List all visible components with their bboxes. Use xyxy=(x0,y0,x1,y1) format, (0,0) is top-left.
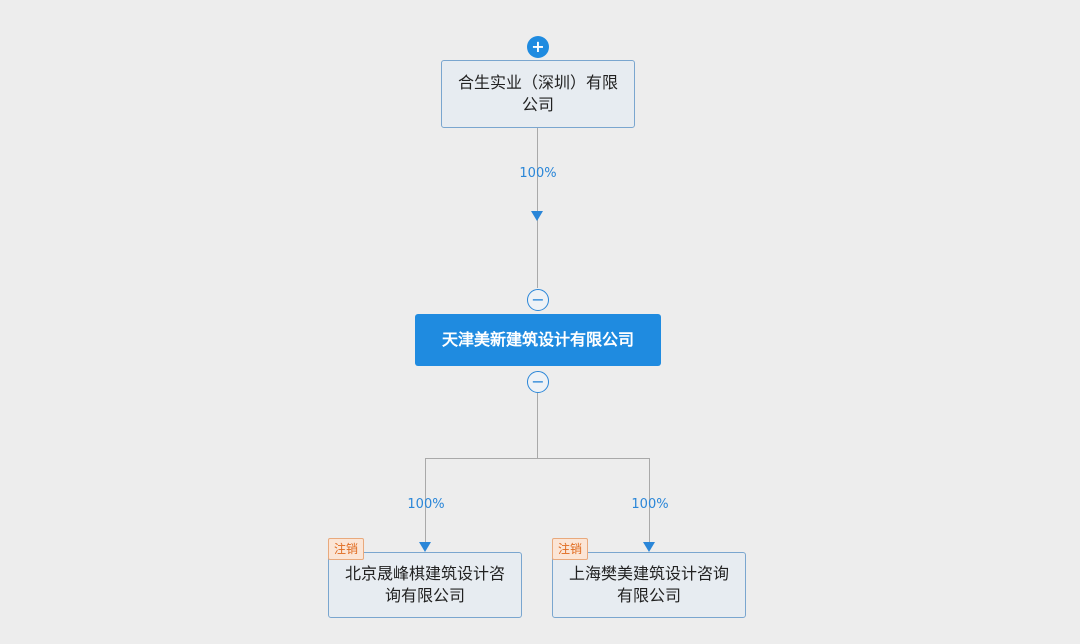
connector-child-right xyxy=(649,458,650,544)
shareholder-node[interactable]: 合生实业（深圳）有限公司 xyxy=(441,60,635,128)
edge-percent-top: 100% xyxy=(519,166,557,181)
main-company-node[interactable]: 天津美新建筑设计有限公司 xyxy=(415,314,661,366)
arrow-down-icon xyxy=(419,542,431,552)
status-badge: 注销 xyxy=(552,538,589,560)
status-badge: 注销 xyxy=(328,538,365,560)
arrow-down-icon xyxy=(531,211,543,221)
connector-top xyxy=(537,128,538,288)
minus-icon[interactable]: − xyxy=(527,289,549,311)
minus-icon[interactable]: − xyxy=(527,371,549,393)
edge-percent-child-right: 100% xyxy=(631,497,669,512)
arrow-down-icon xyxy=(643,542,655,552)
subsidiary-node[interactable]: 北京晟峰棋建筑设计咨询有限公司 xyxy=(328,552,522,618)
shareholder-name: 合生实业（深圳）有限公司 xyxy=(457,73,618,114)
plus-icon[interactable]: + xyxy=(527,36,549,58)
edge-percent-child-left: 100% xyxy=(407,497,445,512)
subsidiary-node[interactable]: 上海樊美建筑设计咨询有限公司 xyxy=(552,552,746,618)
connector-child-left xyxy=(425,458,426,544)
subsidiary-name: 上海樊美建筑设计咨询有限公司 xyxy=(568,564,729,605)
subsidiary-name: 北京晟峰棋建筑设计咨询有限公司 xyxy=(344,564,505,605)
main-company-name: 天津美新建筑设计有限公司 xyxy=(441,330,634,349)
connector-main-down xyxy=(537,393,538,459)
connector-horizontal xyxy=(425,458,650,459)
